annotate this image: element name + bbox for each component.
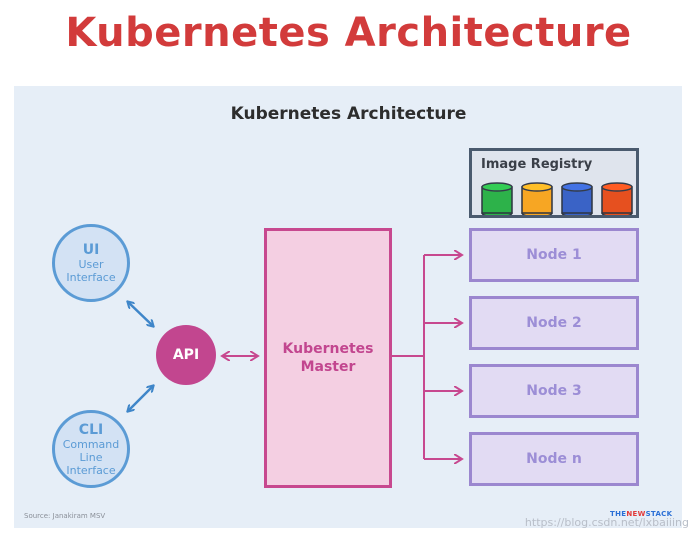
logo-mid: NEW [626, 510, 646, 518]
registry-cylinders [481, 182, 633, 215]
node-2: Node 2 [469, 296, 639, 350]
cli-client: CLI Command Line Interface [52, 410, 130, 488]
registry-cylinder [521, 182, 553, 215]
ui-short-label: UI [82, 242, 100, 258]
logo-left: THE [610, 510, 627, 518]
ui-client: UI User Interface [52, 224, 130, 302]
page-title: Kubernetes Architecture [65, 10, 632, 56]
node-label: Node 1 [526, 247, 582, 263]
registry-cylinder [561, 182, 593, 215]
diagram-title: Kubernetes Architecture [230, 104, 467, 124]
ui-label-line1: User [78, 258, 104, 271]
cli-api-arrow [128, 386, 153, 411]
node-label: Node n [526, 451, 582, 467]
ui-api-arrow [128, 302, 153, 326]
node-n: Node n [469, 432, 639, 486]
cli-label-line3: Interface [66, 463, 116, 477]
registry-label: Image Registry [481, 157, 593, 172]
cli-label-line2: Line [79, 450, 103, 464]
registry-cylinder [601, 182, 633, 215]
cli-short-label: CLI [78, 421, 104, 438]
master-node-connectors [392, 255, 462, 459]
node-label: Node 3 [526, 383, 582, 399]
api-label: API [172, 347, 200, 363]
kubernetes-master: Kubernetes Master [264, 228, 392, 488]
node-label: Node 2 [526, 315, 582, 331]
node-3: Node 3 [469, 364, 639, 418]
cli-label-line1: Command [62, 437, 120, 451]
source-credit: Source: Janakiram MSV [24, 512, 106, 520]
image-registry: Image Registry [469, 148, 639, 218]
the-new-stack-logo: THENEWSTACK [610, 510, 672, 518]
node-1: Node 1 [469, 228, 639, 282]
api-node: API [156, 325, 216, 385]
watermark-url: https://blog.csdn.net/lxbaiiing [524, 516, 689, 529]
ui-label-line2: Interface [66, 271, 116, 284]
master-label-line1: Kubernetes [282, 341, 374, 357]
logo-right: STACK [645, 510, 673, 518]
registry-cylinder [481, 182, 513, 215]
master-label-line2: Master [300, 359, 356, 375]
